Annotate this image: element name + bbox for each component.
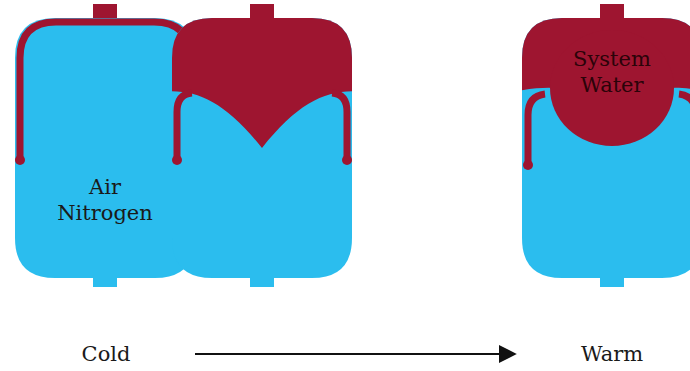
membrane	[679, 94, 690, 165]
tank-body	[15, 18, 195, 278]
membrane-clip	[523, 160, 533, 170]
tank-cold	[15, 4, 195, 287]
membrane	[177, 93, 192, 160]
tank-warm	[510, 4, 690, 287]
membrane	[528, 94, 545, 165]
membrane-clip	[15, 155, 25, 165]
water-label: System Water	[554, 46, 670, 99]
membrane-clip	[172, 155, 182, 165]
membrane	[332, 93, 347, 160]
membrane	[20, 22, 190, 160]
system-water	[160, 10, 364, 148]
temperature-label: Cold	[46, 341, 166, 367]
temperature-label: Warm	[552, 341, 672, 367]
membrane-clip	[342, 155, 352, 165]
system-water-bubble	[550, 30, 674, 146]
tank-middle	[160, 4, 364, 287]
gas-label: Air Nitrogen	[45, 174, 165, 227]
temperature-arrow	[195, 353, 515, 355]
